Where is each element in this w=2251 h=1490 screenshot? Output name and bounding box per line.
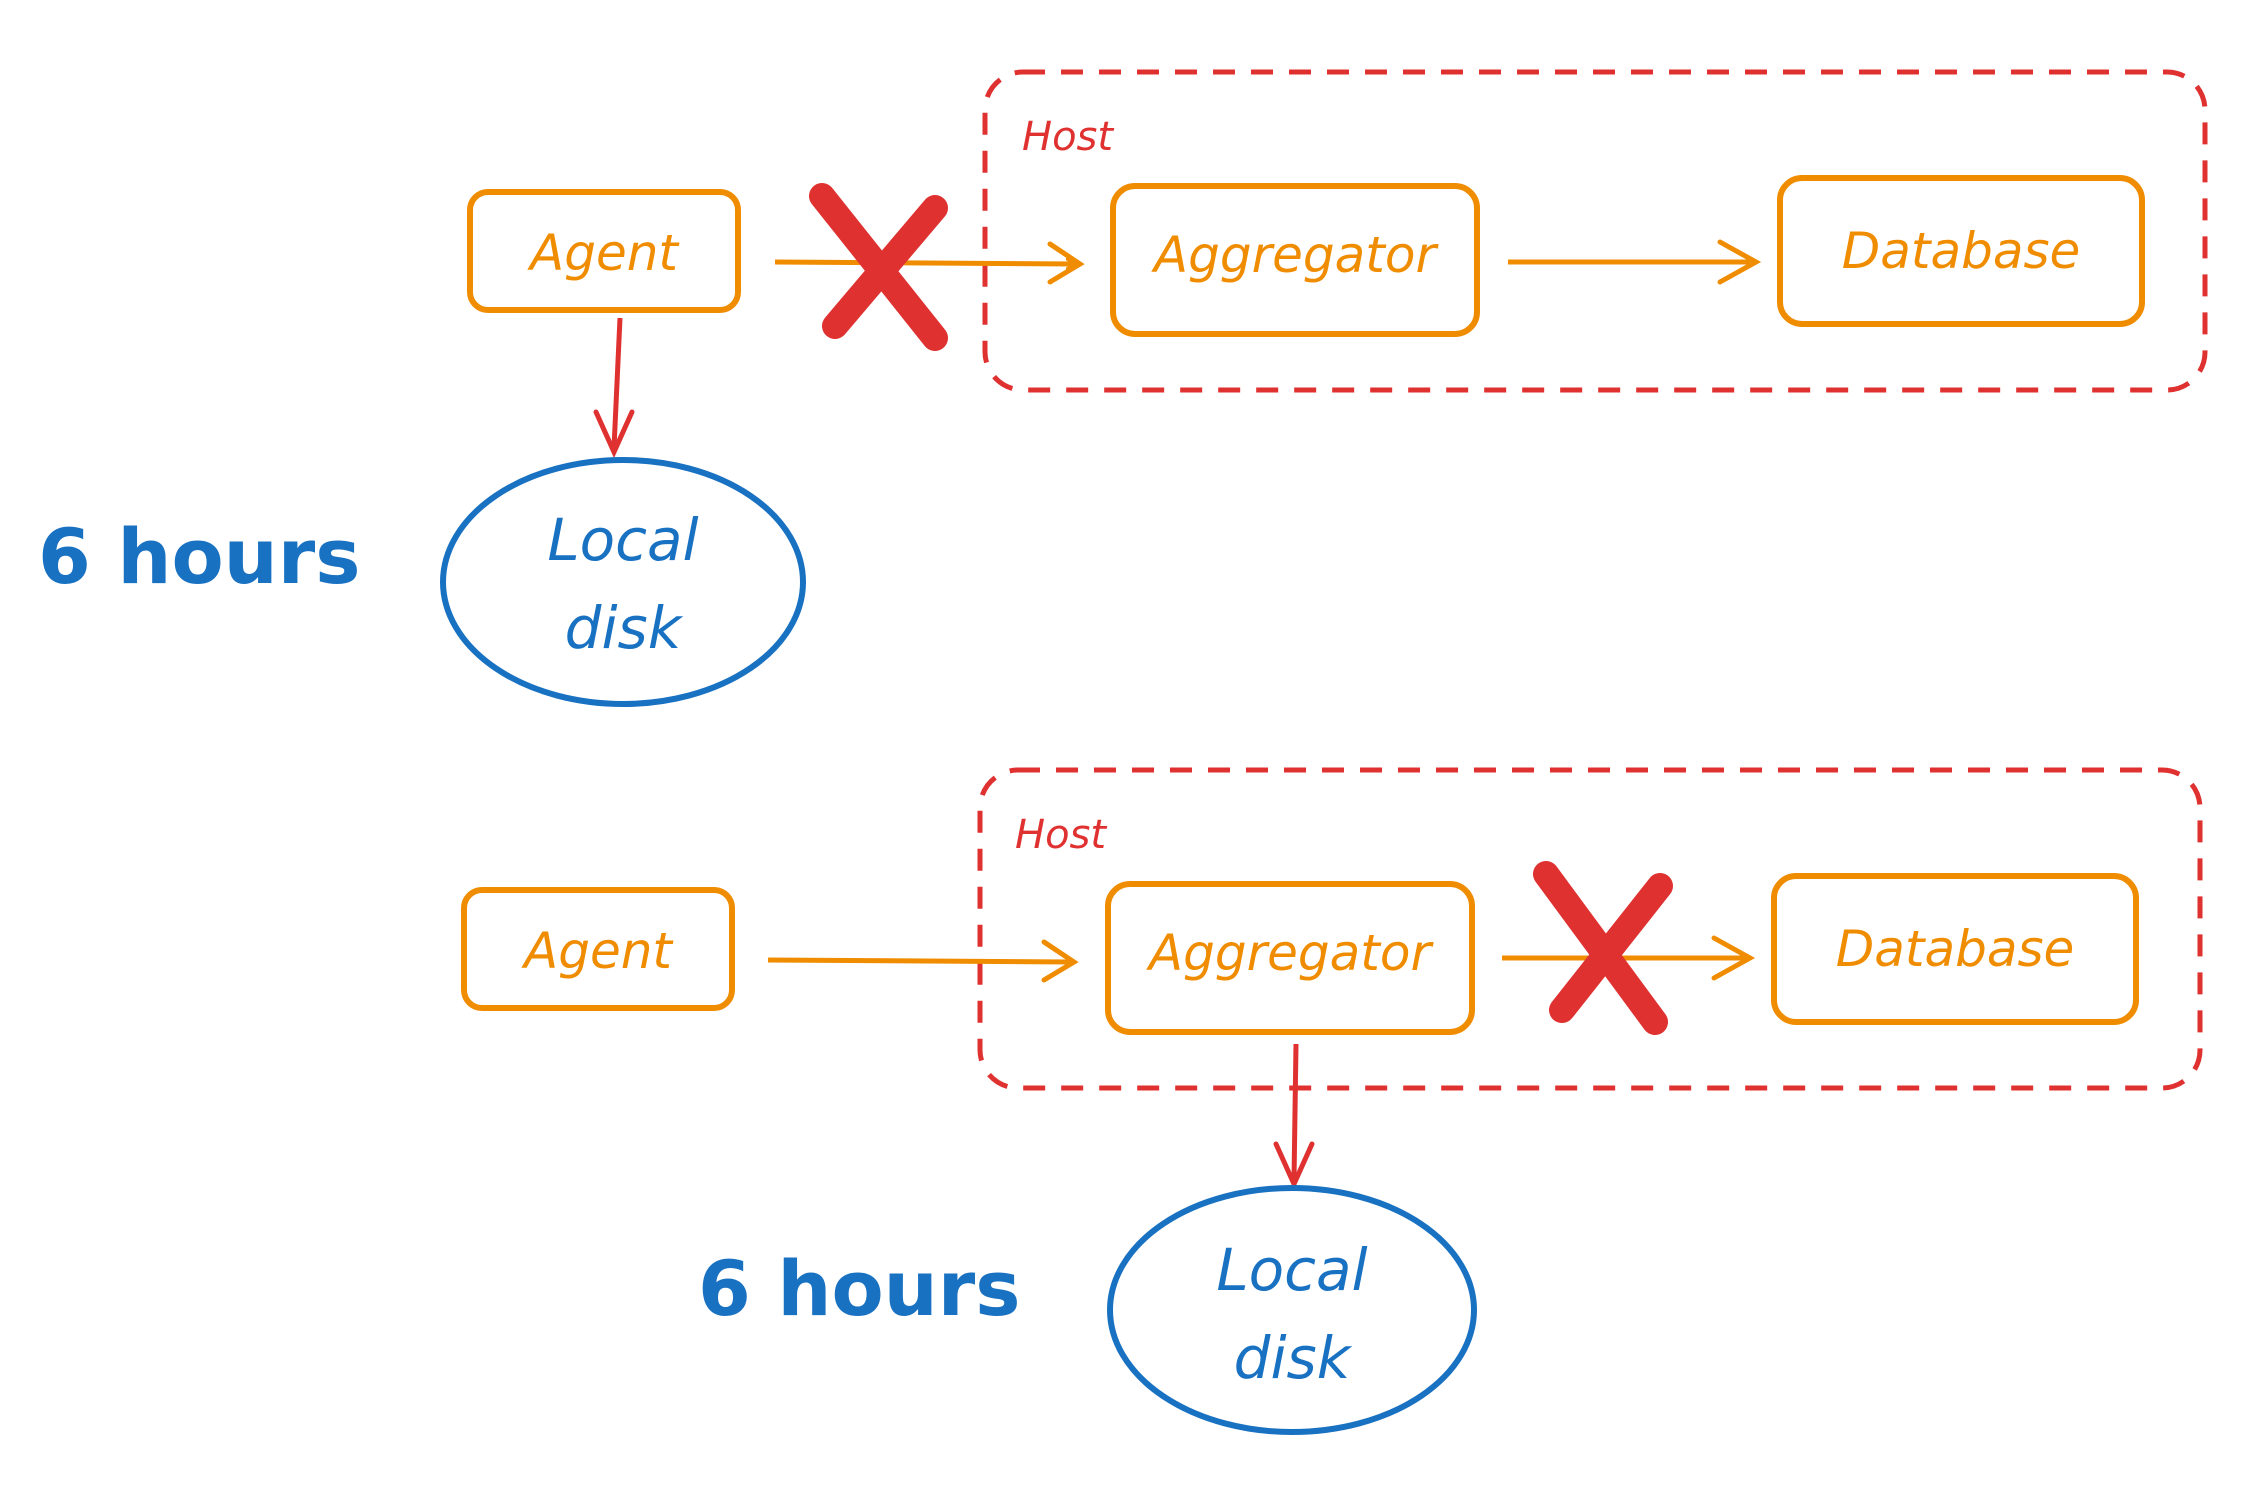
database-node: Database — [1771, 873, 2139, 1025]
disk-arrowhead-2 — [1273, 1141, 1315, 1191]
agent-node: Agent — [461, 887, 735, 1011]
failure-x-icon — [809, 183, 948, 351]
local-disk-node: Local disk — [1107, 1185, 1477, 1435]
agent-label: Agent — [521, 922, 674, 980]
agent-to-aggregator-arrow — [767, 957, 1071, 965]
host-label: Host — [1015, 812, 1107, 858]
database-label: Database — [1836, 920, 2075, 978]
retention-label: 6 hours — [698, 1244, 1020, 1333]
agent-label: Agent — [527, 224, 680, 282]
agent-to-aggregator-arrow — [774, 262, 1076, 264]
disk-label-line2: disk — [565, 594, 684, 662]
aggregator-label: Aggregator — [1151, 226, 1440, 284]
retention-label: 6 hours — [38, 512, 360, 601]
diagram-1: Host Agent Aggregator Database — [38, 69, 2208, 707]
host-boundary — [982, 69, 2208, 393]
disk-label-line1: Local — [1216, 1236, 1367, 1304]
host-label: Host — [1022, 114, 1114, 160]
disk-label-line1: Local — [547, 506, 698, 574]
database-arrowhead-1 — [1717, 239, 1762, 285]
aggregator-arrowhead-1 — [1047, 241, 1085, 285]
aggregator-arrowhead-2 — [1041, 939, 1079, 983]
aggregator-node: Aggregator — [1110, 183, 1480, 337]
database-arrowhead-2 — [1711, 935, 1756, 981]
failure-x-icon — [1533, 861, 1673, 1035]
diagram-2: Host Agent Aggregator Database — [461, 767, 2203, 1435]
host-boundary — [977, 767, 2203, 1091]
database-node: Database — [1777, 175, 2145, 327]
local-disk-node: Local disk — [440, 457, 806, 707]
database-label: Database — [1842, 222, 2081, 280]
disk-label-line2: disk — [1234, 1324, 1353, 1392]
agent-node: Agent — [467, 189, 741, 313]
aggregator-to-disk-arrow — [1291, 1043, 1299, 1181]
disk-arrowhead-1 — [593, 409, 635, 459]
aggregator-label: Aggregator — [1146, 924, 1435, 982]
aggregator-node: Aggregator — [1105, 881, 1475, 1035]
agent-to-disk-arrow — [611, 317, 623, 449]
